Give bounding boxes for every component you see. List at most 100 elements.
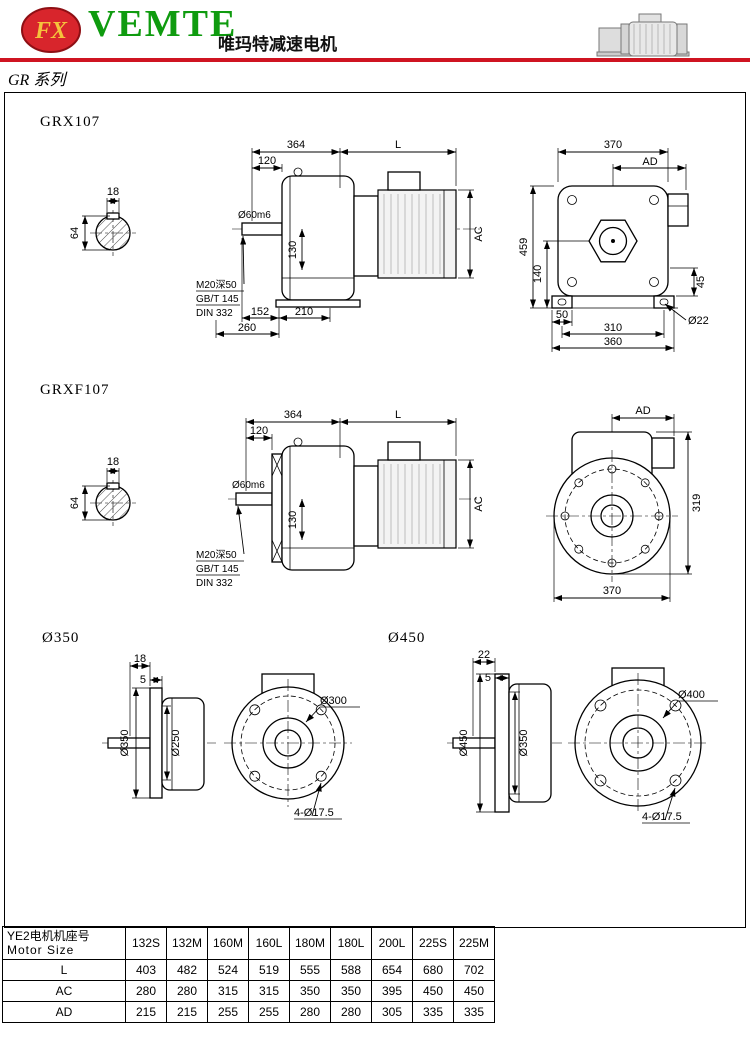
dim-260: 260 (238, 322, 256, 334)
logo-monogram: FX (34, 18, 68, 44)
series-label: GR 系列 (8, 72, 66, 89)
dim-370: 370 (604, 139, 622, 151)
dim-spigot: Ø250 (170, 730, 182, 757)
grxf107-shaft-section: 18 64 (69, 456, 136, 526)
dim-holes: 4-Ø17.5 (642, 811, 682, 823)
col-header: 225M (453, 926, 495, 960)
tap-note-1: M20深50 (196, 279, 237, 291)
dim-140: 140 (532, 265, 544, 283)
flange350-side-view: 18 5 Ø350 Ø250 (102, 653, 216, 799)
dim-flange-od: Ø450 (458, 730, 470, 757)
dim-AC: AC (473, 496, 485, 511)
table-cell: 215 (125, 1001, 167, 1023)
table-cell: 524 (207, 959, 249, 981)
col-header: 180M (289, 926, 331, 960)
table-cell: 702 (453, 959, 495, 981)
table-header-cn: YE2电机机座号 (7, 929, 90, 943)
table-cell: 450 (412, 980, 454, 1002)
output-flange (271, 453, 283, 563)
col-header: 132M (166, 926, 208, 960)
table-cell: 482 (166, 959, 208, 981)
grx107-side-view: 364 L 120 Ø60m6 130 AC M20深50 GB/T 145 D… (196, 139, 485, 338)
grx107-drawing: 18 64 (69, 139, 709, 352)
dim-5: 5 (485, 672, 491, 684)
table-cell: 588 (330, 959, 372, 981)
tap-note-3: DIN 332 (196, 578, 233, 589)
col-header: 132S (125, 926, 167, 960)
table-cell: 315 (248, 980, 290, 1002)
table-cell: 350 (330, 980, 372, 1002)
brand-logo: FX (21, 7, 81, 53)
table-cell: 305 (371, 1001, 413, 1023)
table-cell: 255 (248, 1001, 290, 1023)
dim-210: 210 (295, 306, 313, 318)
dim-bolt-circle: Ø400 (678, 689, 705, 701)
col-header: 225S (412, 926, 454, 960)
dim-bolt-circle: Ø300 (320, 695, 347, 707)
table-header-row: YE2电机机座号 Motor Size 132S 132M 160M 160L … (2, 926, 495, 960)
table-cell: 280 (289, 1001, 331, 1023)
dim-310: 310 (604, 322, 622, 334)
dim-364: 364 (284, 409, 302, 421)
grxf107-drawing: 18 64 (69, 405, 703, 602)
dim-459: 459 (518, 238, 530, 256)
table-cell: 519 (248, 959, 290, 981)
col-header: 180L (330, 926, 372, 960)
table-cell: 280 (166, 980, 208, 1002)
section-title-grxf107: GRXF107 (40, 382, 110, 398)
row-label: L (2, 959, 126, 981)
header-divider (0, 58, 750, 62)
dim-130: 130 (287, 241, 299, 259)
dim-319: 319 (691, 494, 703, 512)
tap-note-1: M20深50 (196, 549, 237, 561)
dim-L: L (395, 139, 401, 151)
grx107-front-view: 370 AD 459 140 (518, 139, 709, 352)
dim-50: 50 (556, 309, 568, 321)
flange450-side-view: 22 5 Ø450 Ø350 (447, 649, 562, 813)
motor-size-table: YE2电机机座号 Motor Size 132S 132M 160M 160L … (2, 926, 495, 1023)
col-header: 200L (371, 926, 413, 960)
bolt-holes (249, 704, 327, 782)
tap-note-3: DIN 332 (196, 308, 233, 319)
terminal-box (667, 193, 689, 227)
table-cell: 680 (412, 959, 454, 981)
flange-disc (149, 687, 163, 799)
section-title-flange450: Ø450 (388, 630, 426, 646)
table-header-en: Motor Size (7, 943, 75, 957)
dim-key-width: 18 (107, 186, 119, 198)
dim-5: 5 (140, 674, 146, 686)
table-cell: 335 (412, 1001, 454, 1023)
dim-L: L (395, 409, 401, 421)
dim-AC: AC (473, 226, 485, 241)
table-cell: 255 (207, 1001, 249, 1023)
motor-fins (383, 194, 441, 274)
grxf107-front-view: AD 319 370 (546, 405, 703, 602)
flange-disc (494, 673, 510, 813)
table-row-AC: AC 280 280 315 315 350 350 395 450 450 (2, 980, 495, 1002)
tap-note-2: GB/T 145 (196, 294, 239, 305)
dim-holes: 4-Ø17.5 (294, 807, 334, 819)
table-cell: 395 (371, 980, 413, 1002)
dim-shaft-diameter: 64 (69, 497, 81, 509)
dim-flange-od: Ø350 (119, 730, 131, 757)
row-label: AD (2, 1001, 126, 1023)
table-cell: 403 (125, 959, 167, 981)
dim-364: 364 (287, 139, 305, 151)
flange450-front-view: Ø400 4-Ø17.5 (568, 667, 718, 824)
terminal-box (651, 437, 675, 469)
dim-152: 152 (251, 306, 269, 318)
dim-shaft-dia-label: Ø60m6 (232, 480, 265, 491)
dim-360: 360 (604, 336, 622, 348)
col-header: 160M (207, 926, 249, 960)
table-cell: 335 (453, 1001, 495, 1023)
flange-drawings: 18 5 Ø350 Ø250 Ø300 (102, 649, 718, 824)
dim-AD: AD (635, 405, 650, 417)
dim-120: 120 (258, 155, 276, 167)
brand-subtitle: 唯玛特减速电机 (218, 35, 337, 54)
table-row-AD: AD 215 215 255 255 280 280 305 335 335 (2, 1001, 495, 1023)
section-title-flange350: Ø350 (42, 630, 80, 646)
table-cell: 654 (371, 959, 413, 981)
dim-18: 18 (134, 653, 146, 665)
grxf107-side-view: 364 L 120 Ø60m6 130 AC M20深50 GB/T 145 D… (196, 409, 485, 589)
